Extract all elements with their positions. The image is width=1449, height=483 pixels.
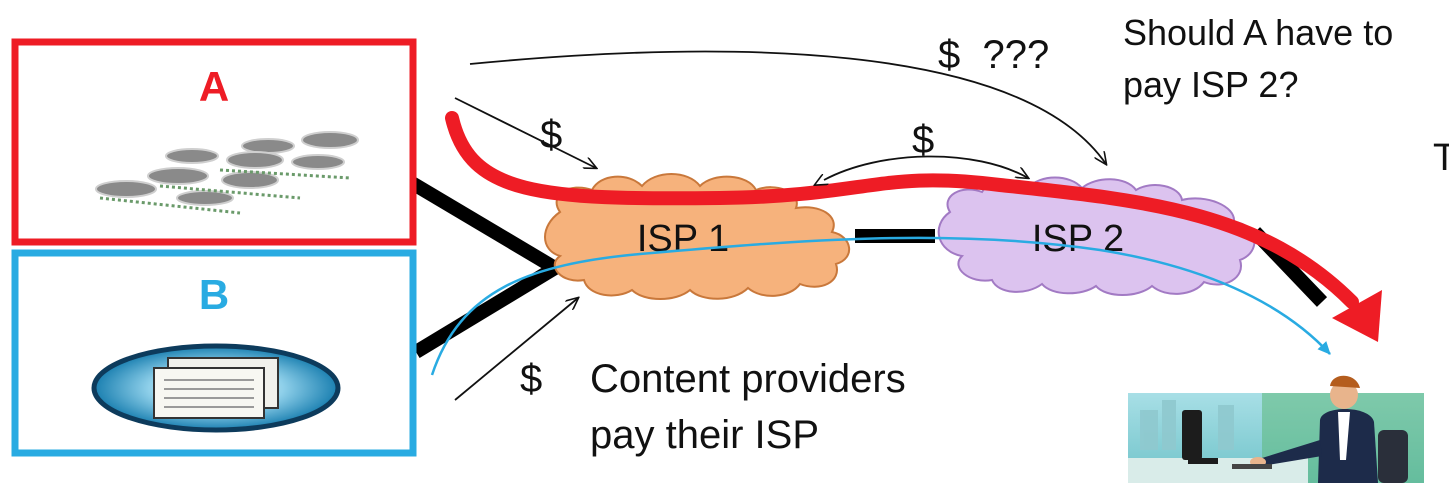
payment-label-a-isp2: $ ???: [938, 33, 1049, 77]
isp1-cloud-shape: [544, 173, 850, 300]
cut-off-glyph: T: [1433, 137, 1449, 179]
isp1-cloud: ISP 1: [544, 173, 850, 300]
traffic-b-line: [430, 236, 1331, 376]
isp2-label: ISP 2: [1032, 218, 1124, 260]
payment-arrow-b-isp1: [454, 298, 578, 401]
box-a-label: A: [199, 63, 229, 110]
payment-arrows: [454, 50, 1106, 401]
payment-arrow-isp1-isp2: [824, 155, 1028, 180]
content-provider-a: A: [11, 38, 417, 246]
box-b-label: B: [199, 271, 229, 318]
server-farm-icon: [95, 131, 359, 215]
question-line-2: pay ISP 2?: [1123, 64, 1298, 105]
payment-label-b-isp1: $: [520, 357, 542, 401]
payment-label-isp1-isp2: $: [912, 118, 934, 162]
content-server-icon: [91, 343, 341, 433]
content-line-1: Content providers: [590, 357, 906, 401]
payment-arrow-a-isp1: [454, 97, 596, 168]
payment-arrow-a-isp2: [469, 50, 1106, 164]
traffic-a-arrowhead: [1332, 290, 1382, 342]
content-provider-b: B: [11, 249, 417, 457]
person-at-computer-icon: [1128, 375, 1424, 483]
payment-label-a-isp1: $: [540, 113, 562, 157]
content-line-2: pay their ISP: [590, 413, 819, 457]
link-b-isp1: [412, 262, 559, 358]
link-a-isp1: [408, 176, 559, 275]
question-line-1: Should A have to: [1123, 12, 1393, 53]
